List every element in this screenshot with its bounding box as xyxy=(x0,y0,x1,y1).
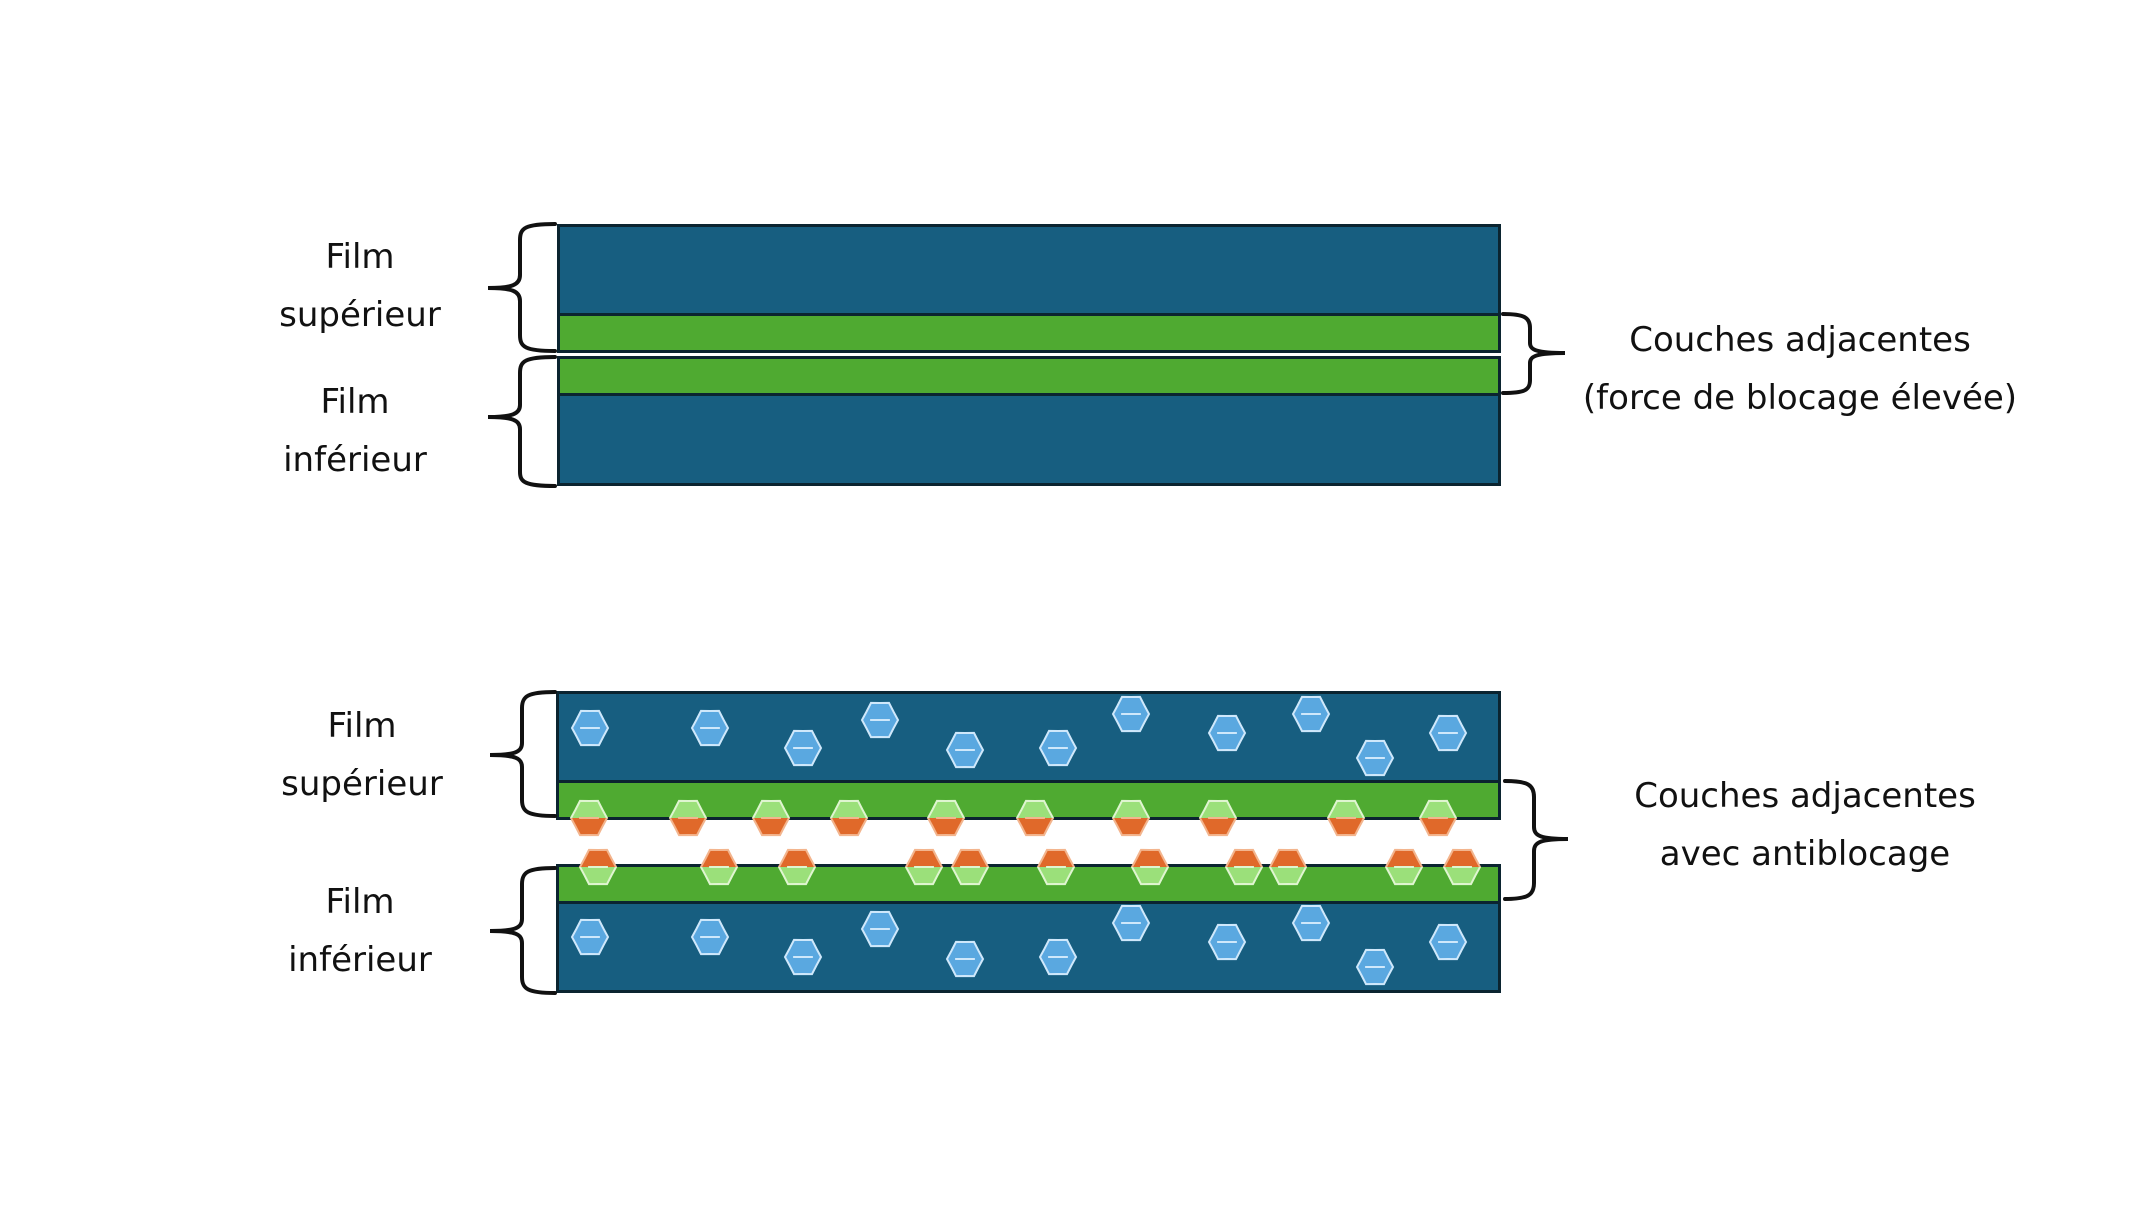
label-line: Film xyxy=(320,382,390,422)
additive-particle xyxy=(1291,695,1331,733)
additive-particle xyxy=(1291,904,1331,942)
additive-particle xyxy=(783,938,823,976)
antiblock-particle xyxy=(1015,817,1055,837)
additive-particle xyxy=(945,940,985,978)
antiblock-particle xyxy=(829,817,869,837)
additive-particle xyxy=(1038,938,1078,976)
brace-bottom-lower-film xyxy=(489,866,557,995)
label-line: (force de blocage élevée) xyxy=(1582,378,2018,418)
additive-particle xyxy=(1207,714,1247,752)
additive-particle xyxy=(860,701,900,739)
antiblock-particle xyxy=(668,817,708,837)
antiblock-particle xyxy=(777,866,817,886)
antiblock-particle xyxy=(1268,866,1308,886)
top-adjacent-layers-label: Couches adjacentes (force de blocage éle… xyxy=(1570,311,2030,427)
label-line: supérieur xyxy=(281,764,443,804)
additive-particle xyxy=(1111,904,1151,942)
bottom-upper-film-label: Film supérieur xyxy=(257,697,467,813)
label-line: inférieur xyxy=(283,440,427,480)
antiblock-particle xyxy=(1418,817,1458,837)
brace-bottom-upper-film xyxy=(489,690,557,818)
bottom-lower-film-label: Film inférieur xyxy=(255,873,465,989)
antiblock-particle xyxy=(1111,817,1151,837)
additive-particle xyxy=(1038,729,1078,767)
antiblock-particle xyxy=(926,817,966,837)
antiblock-particle xyxy=(1130,866,1170,886)
additive-particle xyxy=(1428,714,1468,752)
additive-particle xyxy=(690,918,730,956)
particles-group xyxy=(569,695,1482,986)
label-line: Film xyxy=(327,706,397,746)
additive-particle xyxy=(1207,923,1247,961)
antiblock-particle xyxy=(950,866,990,886)
label-line: inférieur xyxy=(288,940,432,980)
additive-particle xyxy=(690,709,730,747)
label-line: Couches adjacentes xyxy=(1629,320,1971,360)
antiblock-particle xyxy=(1442,866,1482,886)
label-line: supérieur xyxy=(279,295,441,335)
bottom-adjacent-layers-label: Couches adjacentes avec antiblocage xyxy=(1575,767,2035,883)
antiblock-particle xyxy=(1198,817,1238,837)
top-upper-film-core xyxy=(557,224,1501,316)
antiblock-particle xyxy=(904,866,944,886)
antiblock-particle xyxy=(1224,866,1264,886)
antiblock-particle xyxy=(1036,866,1076,886)
additive-particle xyxy=(1111,695,1151,733)
top-upper-film-adjacent-layer xyxy=(557,313,1501,353)
antiblock-particle xyxy=(751,817,791,837)
label-line: Film xyxy=(325,237,395,277)
additive-particle xyxy=(945,731,985,769)
antiblock-particle xyxy=(1326,817,1366,837)
top-upper-film-label: Film supérieur xyxy=(255,228,465,344)
additive-particle xyxy=(1355,948,1395,986)
label-line: Couches adjacentes xyxy=(1634,776,1976,816)
antiblock-particle xyxy=(1384,866,1424,886)
label-line: avec antiblocage xyxy=(1659,834,1951,874)
top-lower-film-core xyxy=(557,393,1501,486)
additive-particle xyxy=(570,918,610,956)
antiblock-particle xyxy=(699,866,739,886)
additive-particle xyxy=(1355,739,1395,777)
label-line: Film xyxy=(325,882,395,922)
antiblock-particle xyxy=(578,866,618,886)
top-lower-film-label: Film inférieur xyxy=(250,373,460,489)
additive-particle xyxy=(570,709,610,747)
additive-particle xyxy=(1428,923,1468,961)
brace-top-lower-film xyxy=(487,355,557,488)
brace-bottom-adjacent-layers xyxy=(1503,779,1569,901)
brace-top-upper-film xyxy=(487,222,557,353)
antiblock-particle xyxy=(569,817,609,837)
additive-particle xyxy=(783,729,823,767)
brace-top-adjacent-layers xyxy=(1501,312,1566,395)
additive-particle xyxy=(860,910,900,948)
